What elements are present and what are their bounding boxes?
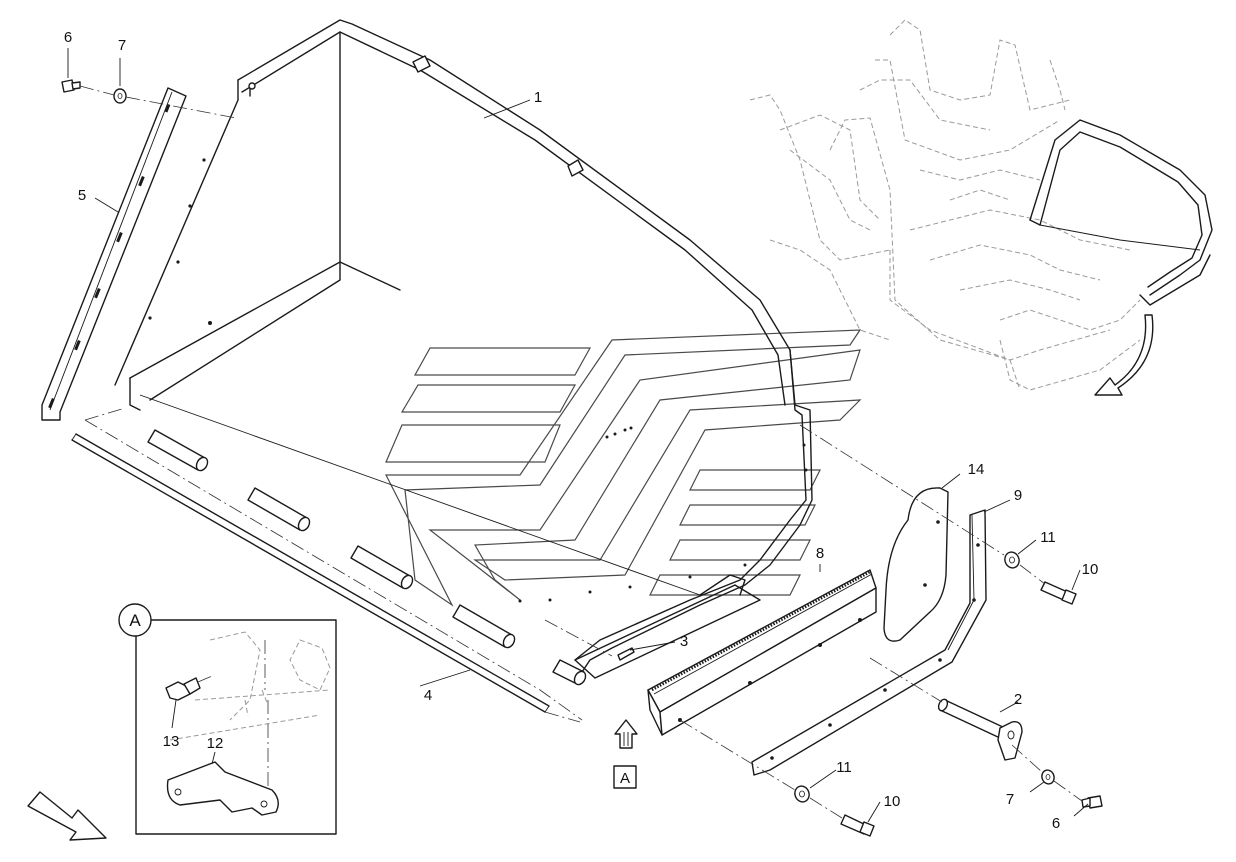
machine-context-view [749,19,1213,396]
hinge-rod-assembly [71,407,587,723]
view-reference-letter: A [620,770,630,787]
callout-10-right: 10 [1082,561,1099,578]
callout-11-right: 11 [1040,529,1056,546]
angled-bracket-bar [751,509,987,776]
callout-7-bottom: 7 [1006,791,1014,808]
hinge-pin-assembly [869,657,1103,809]
callout-5: 5 [78,187,86,204]
bolt-washer-top [61,79,237,119]
callout-labels: 6 7 1 5 4 3 8 14 9 11 10 2 11 10 7 6 12 … [64,29,1099,832]
callout-6-top: 6 [64,29,72,46]
bolt-washer-right [799,424,1077,605]
callout-3: 3 [680,633,688,650]
callout-7-top: 7 [118,37,126,54]
callout-11-bottom: 11 [836,759,852,776]
spring-pin [544,619,635,661]
callout-2: 2 [1014,691,1022,708]
edge-strip [41,87,187,421]
callout-1: 1 [534,89,542,106]
side-shield-panel [114,19,813,679]
shaped-pad [883,487,949,642]
detail-view-a: A [118,603,337,835]
callout-10-bottom: 10 [884,793,901,810]
view-reference-arrow: A [613,719,638,789]
watermark-logo [385,329,862,607]
callout-14: 14 [968,461,985,478]
direction-arrow-icon [27,791,107,841]
detail-view-marker [118,603,152,637]
callout-6-bottom: 6 [1052,815,1060,832]
callout-4: 4 [424,687,432,704]
callout-8: 8 [816,545,824,562]
rubber-flap-plate [647,569,877,736]
detail-view-marker-letter: A [129,611,141,630]
callout-9: 9 [1014,487,1022,504]
leader-lines [67,48,1089,823]
bolt-washer-bottom [679,719,875,837]
view-reference-box [613,765,637,789]
callout-12: 12 [207,735,224,752]
callout-13: 13 [163,733,180,750]
